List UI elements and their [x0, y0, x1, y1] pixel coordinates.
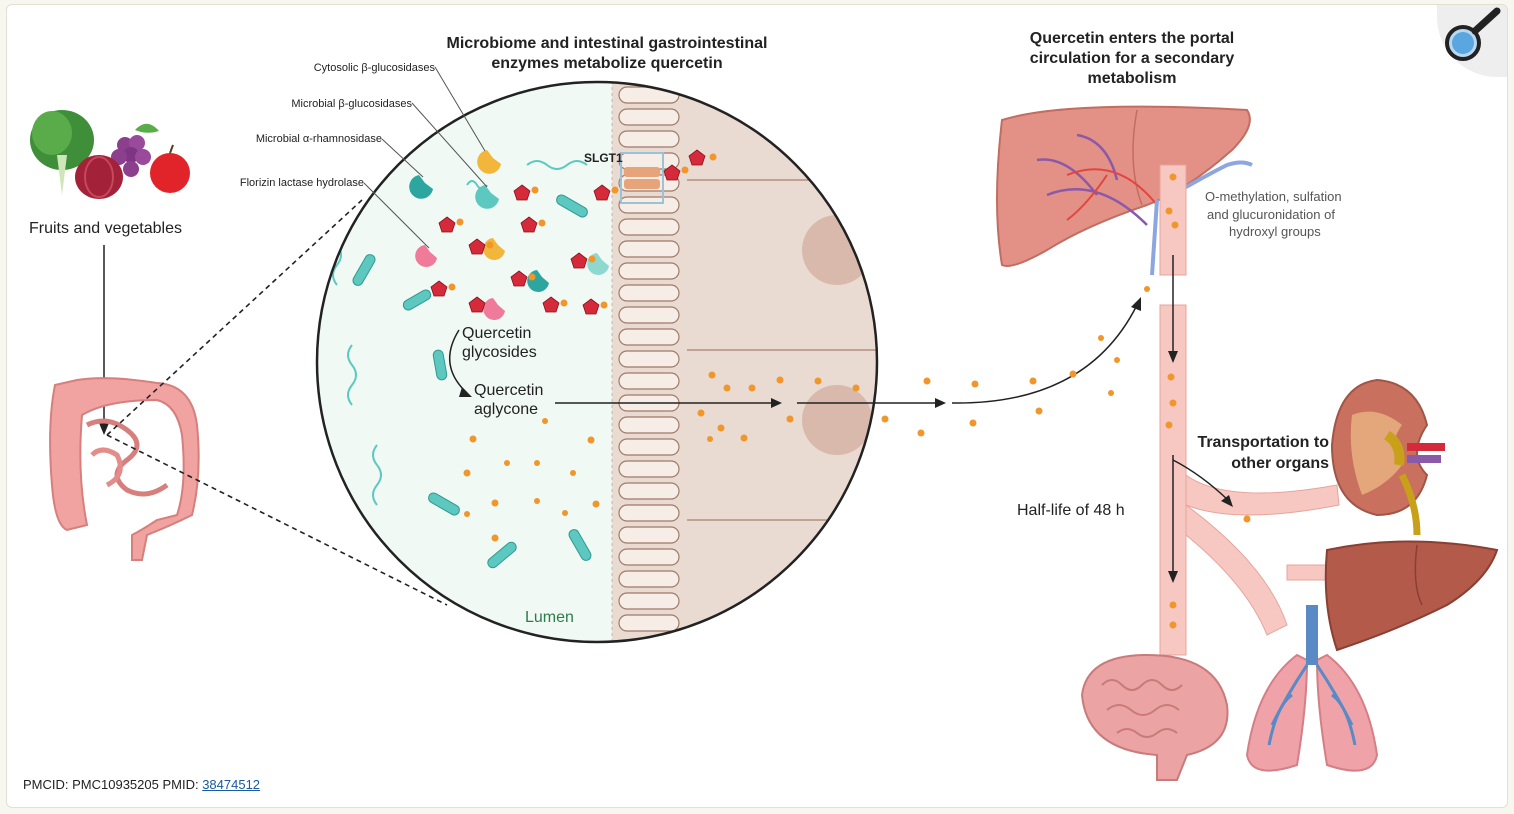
lumen-label: Lumen [525, 609, 574, 626]
liver-top-icon [996, 105, 1253, 276]
title-left-line2: enzymes metabolize quercetin [491, 55, 722, 72]
metabolism-note-line3: hydroxyl groups [1229, 224, 1321, 239]
aglycone-label-line1: Quercetin [474, 382, 543, 399]
fruits-vegetables-icon [30, 110, 190, 199]
metabolism-note-line1: O-methylation, sulfation [1205, 189, 1342, 204]
kidney-icon [1330, 378, 1445, 536]
brain-icon [1080, 653, 1229, 781]
title-right-line1: Quercetin enters the portal [1030, 30, 1235, 47]
quercetin-metabolism-diagram: Fruits and vegetables [29, 30, 1499, 781]
figure-card: Fruits and vegetables [6, 4, 1508, 808]
intestine-icon [49, 377, 200, 561]
pmid-link[interactable]: 38474512 [202, 777, 261, 792]
liver-lower-icon [1324, 540, 1499, 652]
enzyme-label-cytosolic: Cytosolic β-glucosidases [314, 62, 436, 74]
title-left-line1: Microbiome and intestinal gastrointestin… [447, 35, 768, 52]
intestinal-lumen-magnified [317, 82, 877, 642]
metabolism-note-line2: and glucuronidation of [1207, 207, 1335, 222]
transport-label-line2: other organs [1231, 455, 1329, 472]
transporter-label: SLGT1 [584, 151, 623, 165]
halflife-label: Half-life of 48 h [1017, 502, 1125, 519]
title-right-line2: circulation for a secondary [1030, 50, 1235, 67]
aglycone-label-line2: aglycone [474, 401, 538, 418]
pmcid-text: PMCID: PMC10935205 PMID: [23, 777, 203, 792]
enzyme-shapes [409, 150, 609, 320]
magnifier-icon [1445, 7, 1501, 61]
enzyme-label-microbial-glucosidase: Microbial β-glucosidases [291, 98, 412, 110]
zoom-button[interactable] [1437, 5, 1507, 77]
glycosides-label-line1: Quercetin [462, 325, 531, 342]
transport-label-line1: Transportation to [1197, 434, 1329, 451]
enzyme-label-rhamnosidase: Microbial α-rhamnosidase [256, 133, 382, 145]
glycosides-label-line2: glycosides [462, 344, 537, 361]
citation-footer: PMCID: PMC10935205 PMID: 38474512 [23, 777, 260, 792]
fruits-label: Fruits and vegetables [29, 220, 182, 237]
lungs-icon [1245, 605, 1379, 772]
enzyme-label-lactase: Florizin lactase hydrolase [240, 177, 364, 189]
title-right-line3: metabolism [1088, 70, 1177, 87]
